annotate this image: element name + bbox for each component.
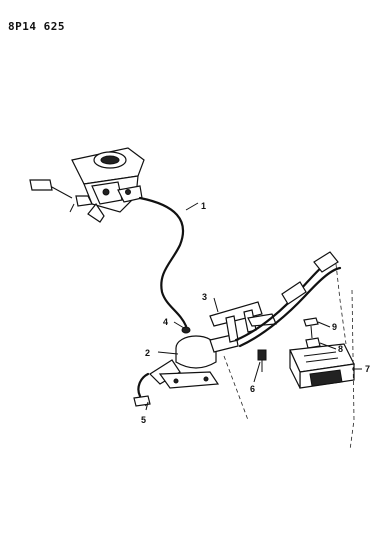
callout-9: 9 xyxy=(332,322,337,332)
callout-6: 6 xyxy=(250,384,255,394)
callout-5: 5 xyxy=(141,415,146,425)
connector-cable xyxy=(234,251,342,348)
figure-code: 8P14 625 xyxy=(8,20,65,33)
callout-3: 3 xyxy=(202,292,207,302)
callout-1: 1 xyxy=(201,201,206,211)
bolt-and-nut xyxy=(303,317,321,360)
fastener-clip xyxy=(257,349,267,372)
control-module xyxy=(289,343,355,389)
callout-8: 8 xyxy=(338,344,343,354)
mounting-bracket xyxy=(209,301,277,343)
throttle-body-assembly xyxy=(29,147,145,223)
leader-lines xyxy=(145,297,362,411)
callout-2: 2 xyxy=(145,348,150,358)
speed-control-servo xyxy=(149,326,239,389)
callout-4: 4 xyxy=(163,317,168,327)
throttle-cable xyxy=(138,196,199,328)
vacuum-hose xyxy=(133,372,151,407)
assembly-dashed-lines xyxy=(223,263,355,451)
callout-7: 7 xyxy=(365,364,370,374)
